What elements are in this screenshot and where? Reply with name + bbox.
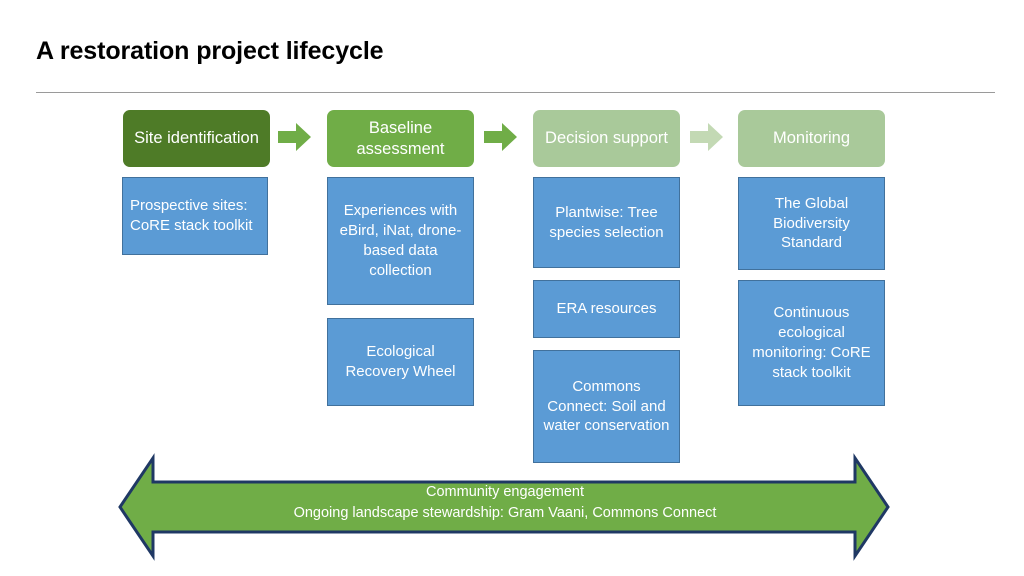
item-box-label: The Global Biodiversity Standard (773, 194, 850, 252)
item-box-prospective-sites[interactable]: Prospective sites: CoRE stack toolkit (122, 177, 268, 255)
item-box-era-resources[interactable]: ERA resources (533, 280, 680, 338)
page-title: A restoration project lifecycle (36, 37, 384, 65)
item-box-experiences-ebird-inat[interactable]: Experiences with eBird, iNat, drone-base… (327, 177, 474, 305)
item-box-global-biodiversity-standard[interactable]: The Global Biodiversity Standard (738, 177, 885, 270)
connector-arrow-right-icon-1 (278, 122, 311, 152)
item-box-label: Ecological Recovery Wheel (345, 343, 456, 380)
item-box-label: Continuous ecological monitoring: CoRE s… (752, 304, 871, 381)
item-box-label: ERA resources (556, 300, 657, 318)
item-box-ecological-recovery-wheel[interactable]: Ecological Recovery Wheel (327, 318, 474, 406)
item-box-label: Prospective sites: CoRE stack toolkit (130, 197, 253, 234)
item-box-label: Plantwise: Tree species selection (549, 203, 664, 241)
stage-header-site-identification[interactable]: Site identification (123, 110, 270, 167)
connector-arrow-right-icon-2 (484, 122, 517, 152)
connector-arrow-right-icon-3 (690, 122, 723, 152)
community-engagement-banner[interactable] (118, 452, 890, 562)
stage-header-monitoring[interactable]: Monitoring (738, 110, 885, 167)
item-box-commons-connect-soil-water[interactable]: Commons Connect: Soil and water conserva… (533, 350, 680, 463)
item-box-continuous-ecological-monitoring[interactable]: Continuous ecological monitoring: CoRE s… (738, 280, 885, 406)
stage-header-decision-support[interactable]: Decision support (533, 110, 680, 167)
item-box-plantwise-tree-species[interactable]: Plantwise: Tree species selection (533, 177, 680, 268)
item-box-label: Commons Connect: Soil and water conserva… (543, 377, 670, 435)
stage-header-baseline-assessment[interactable]: Baseline assessment (327, 110, 474, 167)
title-divider (36, 92, 995, 93)
item-box-label: Experiences with eBird, iNat, drone-base… (339, 202, 462, 279)
